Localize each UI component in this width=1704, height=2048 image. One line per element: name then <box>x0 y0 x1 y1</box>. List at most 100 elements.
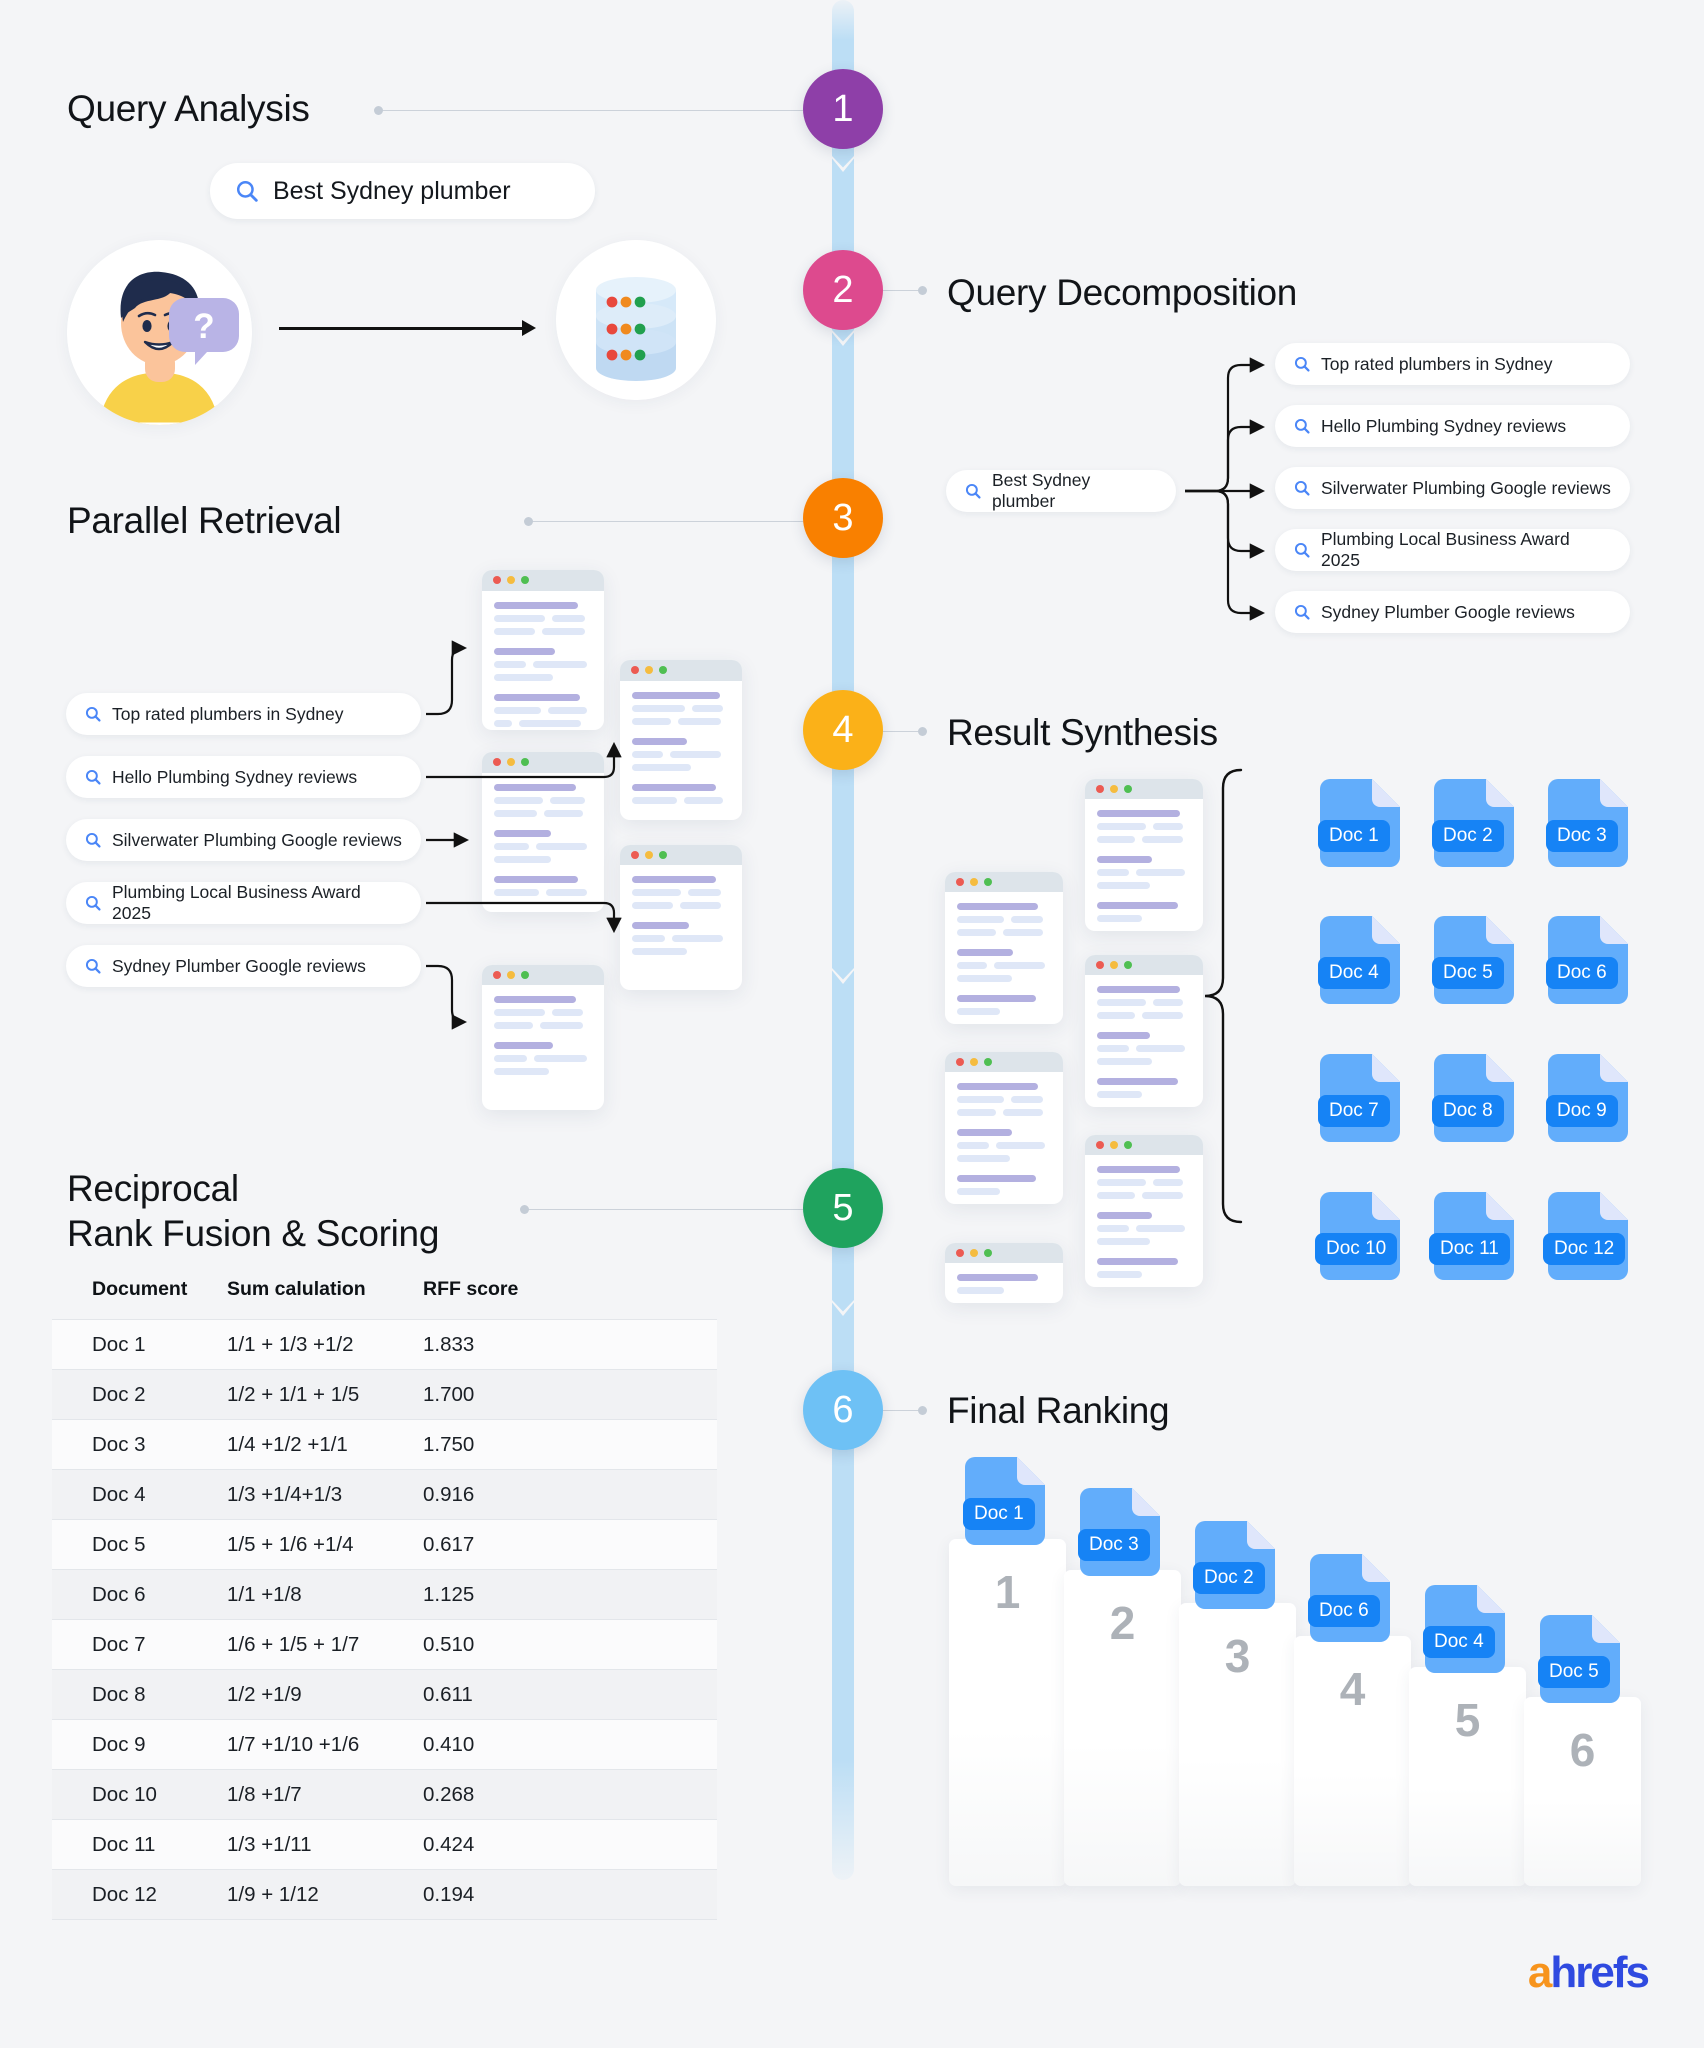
serp-mockup-card <box>620 660 742 820</box>
podium-doc-icon-2[interactable]: Doc 3 <box>1070 1484 1166 1580</box>
serp-body <box>1085 975 1203 1107</box>
podium-doc-icon-3[interactable]: Doc 2 <box>1185 1517 1281 1613</box>
table-header-row: Document Sum calulation RFF score <box>52 1278 717 1320</box>
doc-icon-8[interactable]: Doc 8 <box>1424 1050 1520 1146</box>
doc-icon-12[interactable]: Doc 12 <box>1538 1188 1634 1284</box>
podium-doc-icon-5[interactable]: Doc 4 <box>1415 1581 1511 1677</box>
podium-doc-icon-1[interactable]: Doc 1 <box>955 1453 1051 1549</box>
retrieval-query-label: Hello Plumbing Sydney reviews <box>112 766 358 787</box>
rff-table-head: Document Sum calulation RFF score <box>52 1278 717 1320</box>
step-number: 4 <box>832 708 854 751</box>
subquery-pill-1[interactable]: Top rated plumbers in Sydney <box>1275 343 1630 385</box>
connector-line <box>883 1410 923 1411</box>
serp-body <box>1085 799 1203 931</box>
retrieval-query-pill-1[interactable]: Top rated plumbers in Sydney <box>66 693 421 735</box>
subquery-pill-4[interactable]: Plumbing Local Business Award 2025 <box>1275 529 1630 571</box>
subquery-pill-3[interactable]: Silverwater Plumbing Google reviews <box>1275 467 1630 509</box>
step-marker-6[interactable]: 6 <box>803 1370 883 1450</box>
flow-arrow-line <box>279 327 524 330</box>
retrieval-query-pill-4[interactable]: Plumbing Local Business Award 2025 <box>66 882 421 924</box>
doc-icon-6[interactable]: Doc 6 <box>1538 912 1634 1008</box>
step-marker-1[interactable]: 1 <box>803 69 883 149</box>
logo-suffix: hrefs <box>1550 1948 1650 1997</box>
doc-label: Doc 9 <box>1546 1095 1618 1127</box>
serp-body <box>1085 1155 1203 1287</box>
serp-titlebar <box>482 752 604 773</box>
serp-body <box>945 892 1063 1024</box>
subquery-pill-2[interactable]: Hello Plumbing Sydney reviews <box>1275 405 1630 447</box>
cell-document: Doc 7 <box>52 1619 227 1670</box>
step-number: 1 <box>832 87 854 130</box>
search-icon <box>236 180 258 202</box>
retrieval-query-pill-2[interactable]: Hello Plumbing Sydney reviews <box>66 756 421 798</box>
serp-mockup-card <box>620 845 742 990</box>
doc-icon-9[interactable]: Doc 9 <box>1538 1050 1634 1146</box>
serp-titlebar <box>1085 779 1203 799</box>
doc-label: Doc 3 <box>1546 820 1618 852</box>
doc-icon-4[interactable]: Doc 4 <box>1310 912 1406 1008</box>
podium-doc-label: Doc 5 <box>1538 1656 1610 1688</box>
cell-sum: 1/2 + 1/1 + 1/5 <box>227 1369 423 1420</box>
podium-rank-4: 4 <box>1339 1663 1366 1715</box>
decomposition-source-query-pill[interactable]: Best Sydney plumber <box>946 470 1176 512</box>
doc-icon-2[interactable]: Doc 2 <box>1424 775 1520 871</box>
cell-score: 1.833 <box>423 1319 717 1370</box>
subquery-label: Sydney Plumber Google reviews <box>1321 601 1575 622</box>
subquery-pill-5[interactable]: Sydney Plumber Google reviews <box>1275 591 1630 633</box>
podium-doc-icon-4[interactable]: Doc 6 <box>1300 1550 1396 1646</box>
step-number: 2 <box>832 268 854 311</box>
doc-icon-11[interactable]: Doc 11 <box>1424 1188 1520 1284</box>
cell-score: 0.611 <box>423 1669 717 1720</box>
serp-titlebar <box>482 570 604 591</box>
subquery-label: Top rated plumbers in Sydney <box>1321 353 1553 374</box>
step-marker-4[interactable]: 4 <box>803 690 883 770</box>
doc-icon-5[interactable]: Doc 5 <box>1424 912 1520 1008</box>
connector-line <box>528 521 803 522</box>
podium-rank-2: 2 <box>1109 1597 1136 1649</box>
step-marker-5[interactable]: 5 <box>803 1168 883 1248</box>
cell-sum: 1/4 +1/2 +1/1 <box>227 1419 423 1470</box>
serp-body <box>945 1072 1063 1204</box>
query-analysis-search-pill[interactable]: Best Sydney plumber <box>210 163 595 219</box>
step-marker-2[interactable]: 2 <box>803 250 883 330</box>
cell-sum: 1/1 +1/8 <box>227 1569 423 1620</box>
cell-score: 0.916 <box>423 1469 717 1520</box>
podium-bar-5 <box>1409 1667 1526 1886</box>
podium-bar-2 <box>1064 1570 1181 1886</box>
serp-mockup-card <box>482 752 604 912</box>
doc-label: Doc 10 <box>1315 1233 1398 1265</box>
podium-rank-6: 6 <box>1569 1724 1596 1776</box>
cell-document: Doc 2 <box>52 1369 227 1420</box>
podium-doc-icon-6[interactable]: Doc 5 <box>1530 1611 1626 1707</box>
doc-icon-1[interactable]: Doc 1 <box>1310 775 1406 871</box>
connector-dot <box>918 286 927 295</box>
doc-label: Doc 8 <box>1432 1095 1504 1127</box>
doc-icon-10[interactable]: Doc 10 <box>1310 1188 1406 1284</box>
retrieval-query-pill-5[interactable]: Sydney Plumber Google reviews <box>66 945 421 987</box>
connector-line <box>883 290 923 291</box>
serp-titlebar <box>945 1243 1063 1263</box>
step-number: 5 <box>832 1186 854 1229</box>
podium-doc-label: Doc 3 <box>1078 1529 1150 1561</box>
search-icon <box>85 769 101 785</box>
retrieval-query-pill-3[interactable]: Silverwater Plumbing Google reviews <box>66 819 421 861</box>
doc-icon-3[interactable]: Doc 3 <box>1538 775 1634 871</box>
heading-rank-fusion: Reciprocal Rank Fusion & Scoring <box>67 1168 440 1255</box>
podium-doc-label: Doc 1 <box>963 1498 1035 1530</box>
step-marker-3[interactable]: 3 <box>803 478 883 558</box>
doc-icon-7[interactable]: Doc 7 <box>1310 1050 1406 1146</box>
doc-label: Doc 5 <box>1432 957 1504 989</box>
serp-titlebar <box>620 660 742 681</box>
serp-titlebar <box>945 1052 1063 1072</box>
cell-score: 0.268 <box>423 1769 717 1820</box>
doc-label: Doc 7 <box>1318 1095 1390 1127</box>
